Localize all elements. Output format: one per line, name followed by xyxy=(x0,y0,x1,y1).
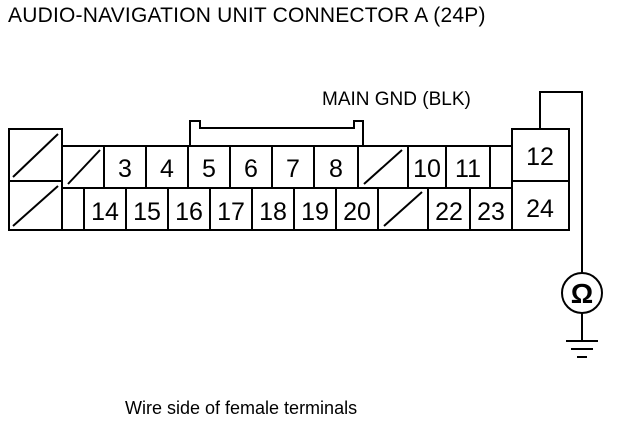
pin-12: 12 xyxy=(526,143,554,171)
pin-5: 5 xyxy=(202,155,216,183)
left-end-slash-bottom xyxy=(12,185,59,227)
pin-14: 14 xyxy=(91,198,119,226)
ohmmeter-icon: Ω xyxy=(561,272,603,314)
pin-17: 17 xyxy=(217,198,245,226)
pin-10: 10 xyxy=(413,155,441,183)
pin-4: 4 xyxy=(160,155,174,183)
pin-15: 15 xyxy=(133,198,161,226)
pin-16: 16 xyxy=(175,198,203,226)
ohmmeter-symbol: Ω xyxy=(571,278,593,309)
empty-cavity-top-9 xyxy=(363,149,403,185)
pin-18: 18 xyxy=(259,198,287,226)
pin-23: 23 xyxy=(477,198,505,226)
empty-cavity-bottom-21 xyxy=(383,191,423,227)
pin-11: 11 xyxy=(455,155,481,183)
pin-22: 22 xyxy=(435,198,463,226)
ground-lead-wire xyxy=(539,91,583,273)
pin-8: 8 xyxy=(329,155,343,183)
left-end-block xyxy=(8,128,63,231)
pin-7: 7 xyxy=(286,155,300,183)
diagram-caption: Wire side of female terminals xyxy=(125,398,358,418)
pin-24: 24 xyxy=(526,195,554,223)
pin-20: 20 xyxy=(343,198,371,226)
pin-3: 3 xyxy=(118,155,132,183)
locking-tab xyxy=(189,120,364,146)
empty-cavity-top-1 xyxy=(67,149,101,185)
pin-19: 19 xyxy=(301,198,329,226)
pin-6: 6 xyxy=(244,155,258,183)
diagram-title: AUDIO-NAVIGATION UNIT CONNECTOR A (24P) xyxy=(8,4,486,27)
ground-icon xyxy=(566,340,598,358)
left-end-slash-top xyxy=(12,133,59,178)
ground-label: MAIN GND (BLK) xyxy=(322,89,471,110)
